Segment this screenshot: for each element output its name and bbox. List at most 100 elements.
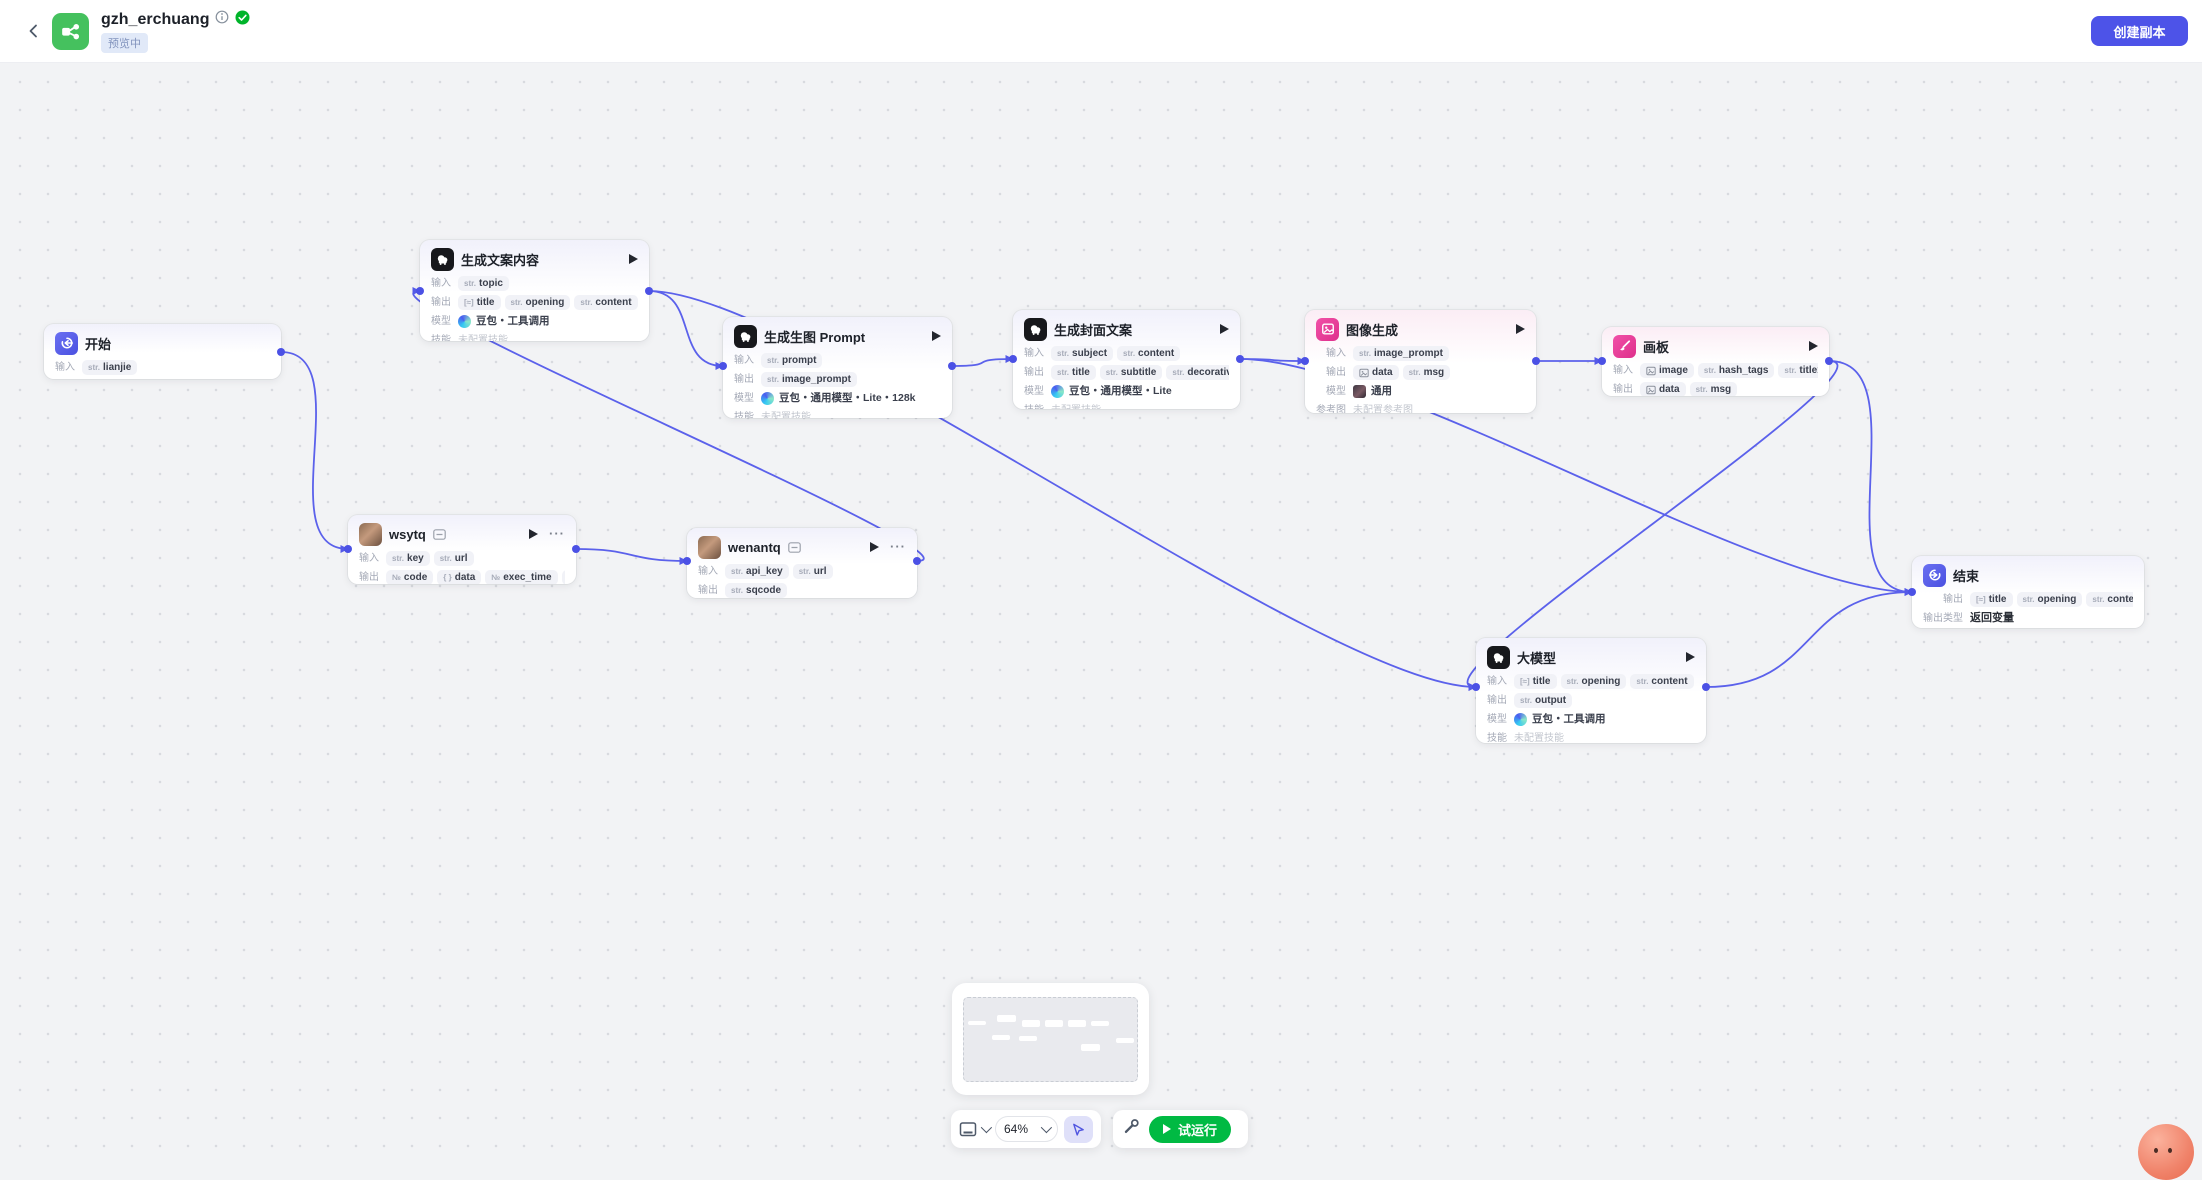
row-label: 输出 bbox=[698, 585, 718, 596]
param-tag: { }data bbox=[437, 570, 482, 584]
minimap-node-block bbox=[997, 1014, 1016, 1022]
param-tag: str.subtitle bbox=[1099, 365, 1163, 380]
zoom-value: 64% bbox=[1004, 1122, 1029, 1136]
row-content: 豆包・工具调用 bbox=[458, 314, 638, 329]
row-label: 技能 bbox=[734, 412, 754, 418]
run-node-button[interactable] bbox=[629, 254, 638, 264]
run-node-button[interactable] bbox=[1220, 324, 1229, 334]
row-label: 模型 bbox=[1024, 386, 1044, 397]
model-avatar-icon bbox=[1353, 385, 1366, 398]
param-tag: str.title bbox=[1051, 365, 1096, 380]
param-tag: str.title1 bbox=[1778, 363, 1818, 378]
param-tag: str.lianjie bbox=[82, 360, 138, 375]
output-type-value: 返回变量 bbox=[1970, 612, 2014, 624]
run-node-button[interactable] bbox=[529, 529, 538, 539]
row-content: str.lianjie bbox=[82, 360, 270, 375]
node-end[interactable]: 结束输出[≈]titlestr.openingstr.contentstr.e·… bbox=[1912, 556, 2144, 628]
row-content: str.image_prompt bbox=[1353, 346, 1525, 361]
output-port[interactable] bbox=[277, 348, 285, 356]
row-label: 技能 bbox=[431, 335, 451, 341]
input-port[interactable] bbox=[416, 287, 424, 295]
node-title: 大模型 bbox=[1517, 650, 1557, 666]
param-tag: str.url bbox=[792, 564, 833, 579]
row-content: 豆包・工具调用 bbox=[1514, 712, 1695, 727]
param-tag: data bbox=[1640, 382, 1686, 396]
output-port[interactable] bbox=[1702, 683, 1710, 691]
row-label: 模型 bbox=[1487, 714, 1507, 725]
info-icon[interactable] bbox=[215, 10, 229, 29]
param-tag: str.url bbox=[433, 551, 474, 566]
output-port[interactable] bbox=[645, 287, 653, 295]
input-port[interactable] bbox=[719, 362, 727, 370]
output-port[interactable] bbox=[913, 557, 921, 565]
param-tag: str.image_prompt bbox=[1353, 346, 1449, 361]
node-more-button[interactable]: ··· bbox=[890, 539, 906, 554]
node-llm[interactable]: 大模型输入[≈]titlestr.openingstr.contentstr.e… bbox=[1476, 638, 1706, 743]
param-tag: str.api_key bbox=[725, 564, 789, 579]
zoom-select[interactable]: 64% bbox=[995, 1116, 1058, 1142]
row-label: 输出 bbox=[359, 572, 379, 583]
row-label: 输入 bbox=[359, 553, 379, 564]
run-node-button[interactable] bbox=[1686, 652, 1695, 662]
plugin-badge-icon bbox=[433, 528, 446, 540]
layout-view-icon[interactable] bbox=[959, 1121, 993, 1138]
wrench-icon[interactable] bbox=[1123, 1118, 1140, 1140]
input-port[interactable] bbox=[1301, 357, 1309, 365]
minimap-node-block bbox=[991, 1034, 1010, 1040]
back-button[interactable] bbox=[22, 19, 46, 43]
play-icon bbox=[1163, 1124, 1171, 1134]
row-label: 输入 bbox=[1613, 365, 1633, 376]
test-run-button[interactable]: 试运行 bbox=[1149, 1115, 1232, 1143]
input-port[interactable] bbox=[344, 545, 352, 553]
minimap-node-block bbox=[967, 1020, 987, 1025]
output-port[interactable] bbox=[572, 545, 580, 553]
output-port[interactable] bbox=[1236, 355, 1244, 363]
input-port[interactable] bbox=[1472, 683, 1480, 691]
row-content: str.sqcode bbox=[725, 583, 906, 598]
llm-doubao-icon bbox=[431, 247, 454, 271]
assistant-mascot[interactable] bbox=[2138, 1124, 2194, 1180]
row-label: 参考图 bbox=[1316, 405, 1346, 413]
output-port[interactable] bbox=[1825, 357, 1833, 365]
row-content: 未配置参考图 bbox=[1353, 403, 1525, 413]
mascot-eye bbox=[2154, 1148, 2158, 1153]
input-port[interactable] bbox=[1598, 357, 1606, 365]
node-title: 结束 bbox=[1953, 568, 1980, 584]
output-port[interactable] bbox=[948, 362, 956, 370]
row-label: 输出 bbox=[431, 297, 451, 308]
output-port[interactable] bbox=[1532, 357, 1540, 365]
input-port[interactable] bbox=[683, 557, 691, 565]
run-node-button[interactable] bbox=[1516, 324, 1525, 334]
minimap[interactable] bbox=[952, 983, 1149, 1095]
node-title: wsytq bbox=[389, 526, 426, 542]
param-tag: str.msg bbox=[1689, 382, 1738, 396]
input-port[interactable] bbox=[1908, 588, 1916, 596]
model-name: 豆包・通用模型・Lite・128k bbox=[779, 392, 916, 404]
pointer-mode-button[interactable] bbox=[1063, 1115, 1093, 1143]
run-node-button[interactable] bbox=[870, 542, 879, 552]
row-label: 输入 bbox=[55, 362, 75, 373]
input-port[interactable] bbox=[1009, 355, 1017, 363]
run-node-button[interactable] bbox=[1809, 341, 1818, 351]
row-content: str.image_prompt bbox=[761, 372, 941, 387]
row-label: 输出 bbox=[734, 374, 754, 385]
row-content: str.output bbox=[1514, 693, 1695, 708]
minimap-node-block bbox=[1091, 1020, 1110, 1026]
run-node-button[interactable] bbox=[932, 331, 941, 341]
plugin-badge-icon bbox=[787, 541, 801, 553]
row-content: 未配置技能 bbox=[1051, 403, 1229, 409]
node-more-button[interactable]: ··· bbox=[549, 526, 565, 541]
row-label: 输入 bbox=[734, 355, 754, 366]
node-huaban[interactable]: 画板输入imagestr.hash_tagsstr.title1str.titl… bbox=[1602, 327, 1829, 396]
create-copy-button[interactable]: 创建副本 bbox=[2091, 16, 2188, 46]
